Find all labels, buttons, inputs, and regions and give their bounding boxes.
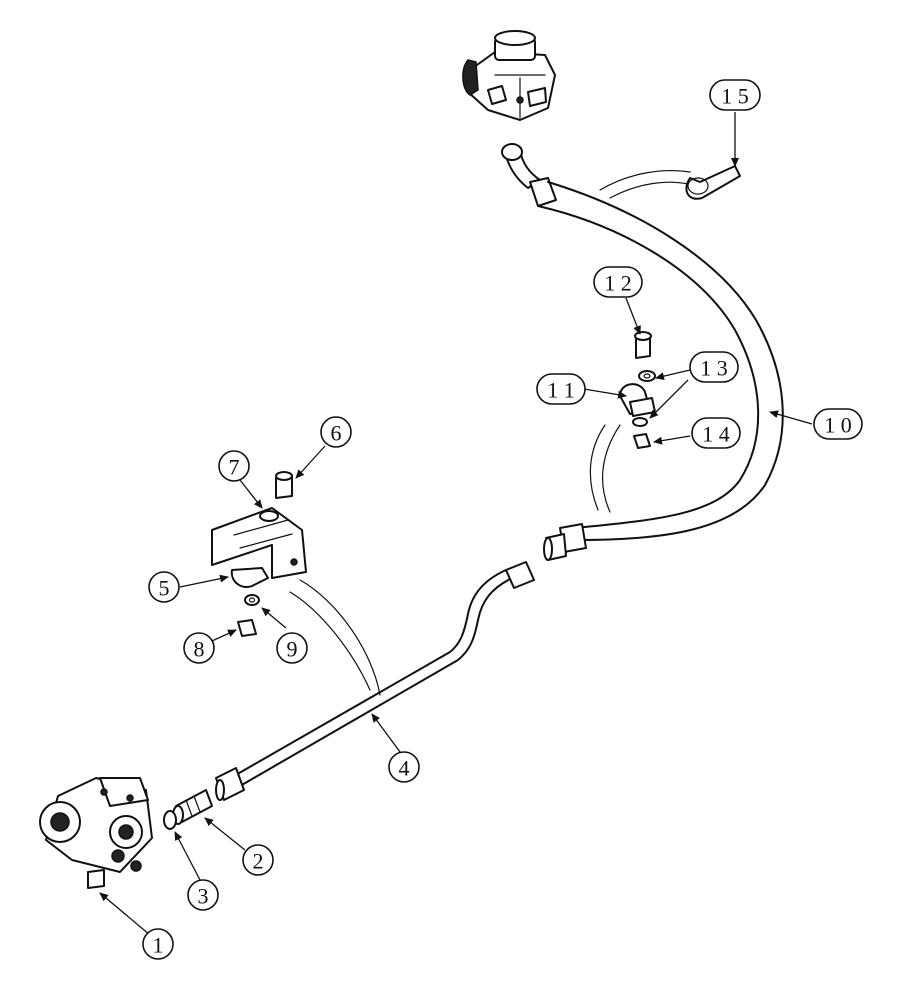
callout-10-label: 1 0 [824, 413, 852, 438]
callout-15-label: 1 5 [721, 84, 749, 109]
hose-10 [501, 143, 784, 561]
callout-6: 6 [320, 416, 352, 448]
cable-tie-15 [685, 165, 741, 200]
callout-3-label: 3 [198, 884, 209, 909]
callout-5: 5 [148, 571, 180, 603]
callout-3: 3 [187, 879, 219, 911]
callout-13-label: 1 3 [700, 356, 728, 381]
assembly-line-5b [299, 579, 381, 696]
callout-14: 1 4 [691, 417, 741, 449]
lower-valve-body-1 [39, 777, 153, 889]
callout-10: 1 0 [813, 408, 863, 440]
callout-11-label: 1 1 [547, 378, 575, 403]
callout-4: 4 [388, 751, 420, 783]
leader-lines [99, 112, 813, 936]
callout-5-label: 5 [159, 576, 170, 601]
assembly-line-11 [589, 424, 606, 511]
callout-14-label: 1 4 [702, 422, 730, 447]
callout-7-label: 7 [229, 455, 240, 480]
callout-12-label: 1 2 [604, 271, 632, 296]
callout-1: 1 [142, 928, 174, 960]
callout-11: 1 1 [536, 373, 586, 405]
tube-4 [215, 561, 535, 801]
assembly-line-15b [609, 181, 689, 199]
callout-1-label: 1 [153, 933, 164, 958]
callout-15: 1 5 [709, 79, 761, 111]
o-ring-3 [163, 810, 177, 830]
callout-12: 1 2 [593, 266, 643, 298]
assembly-line-5 [289, 591, 371, 691]
callout-6-label: 6 [331, 421, 342, 446]
assembly-line-11b [601, 424, 621, 513]
callout-2-label: 2 [253, 849, 264, 874]
callout-9: 9 [276, 632, 308, 664]
bracket-7 [211, 471, 307, 637]
callout-7: 7 [218, 450, 250, 482]
clamp-assembly-11 [619, 331, 656, 449]
callout-2: 2 [242, 844, 274, 876]
callout-8-label: 8 [194, 637, 205, 662]
callout-13: 1 3 [689, 351, 739, 383]
assembly-line-15 [599, 170, 691, 191]
callout-9-label: 9 [287, 637, 298, 662]
callout-8: 8 [183, 632, 215, 664]
upper-valve-body [462, 30, 556, 121]
callout-4-label: 4 [399, 756, 410, 781]
